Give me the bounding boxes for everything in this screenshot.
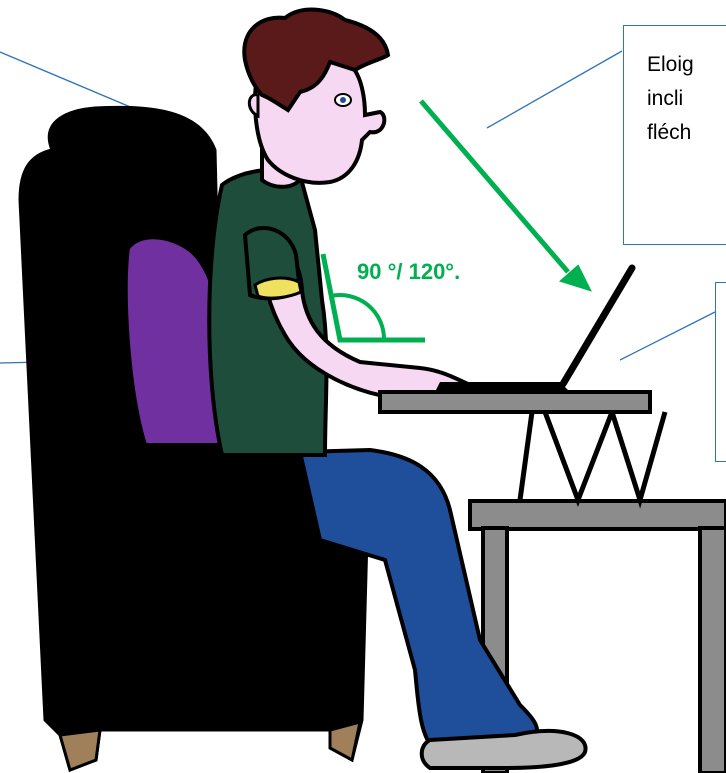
callout-line-3: fléch bbox=[647, 121, 691, 144]
sleeve-band bbox=[255, 278, 301, 298]
callout-line-1: Eloig bbox=[647, 53, 694, 76]
viewing-arrow bbox=[421, 101, 568, 272]
leader-line-mid-right bbox=[620, 312, 715, 360]
ear bbox=[249, 95, 258, 116]
leader-line-top-right bbox=[487, 51, 622, 128]
callout-box-top-right: Eloig incli fléch bbox=[623, 25, 726, 245]
pupil bbox=[340, 97, 346, 103]
callout-line-2: incli bbox=[647, 87, 683, 110]
angle-label: 90 °/ 120°. bbox=[357, 259, 460, 285]
laptop-stand bbox=[520, 412, 665, 500]
callout-box-right bbox=[715, 282, 726, 462]
